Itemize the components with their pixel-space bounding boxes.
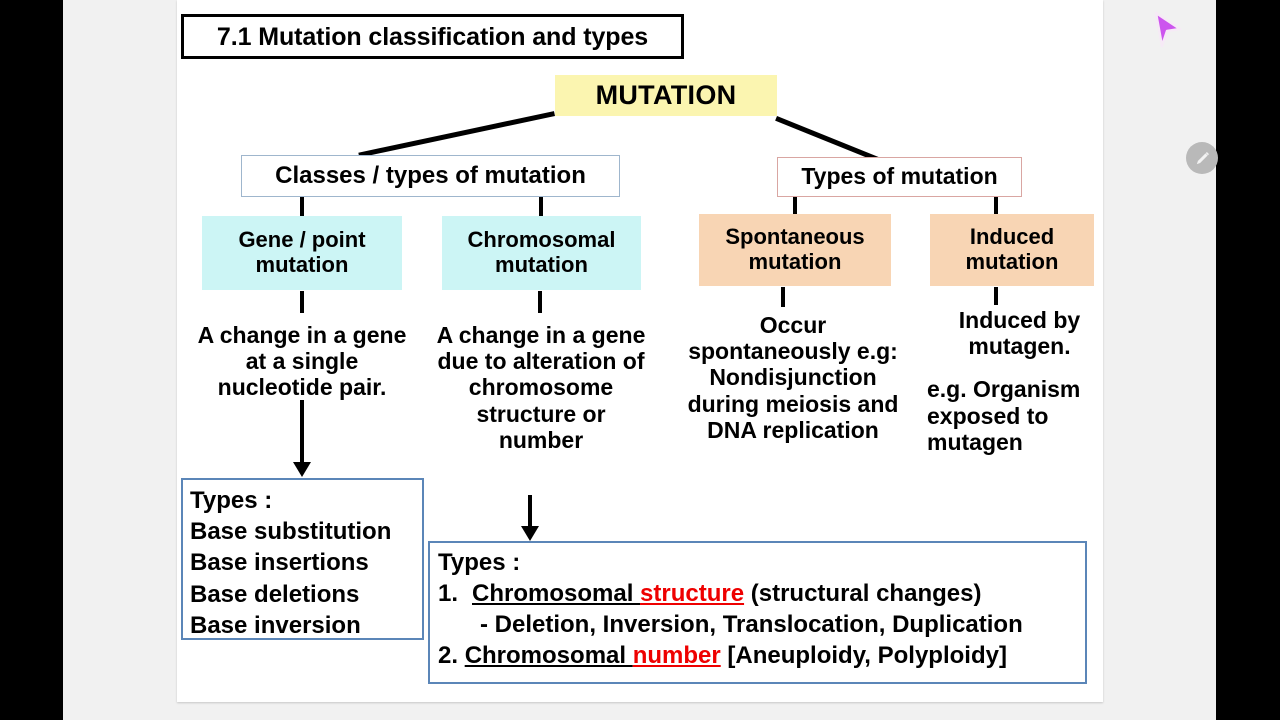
connector-spontaneous-to-description: [781, 287, 785, 307]
description-chromosomal-mutation: A change in a gene due to alteration of …: [436, 322, 646, 453]
mouse-pointer-icon: [1154, 11, 1182, 48]
description-induced-mutation-line2: e.g. Organism exposed to mutagen: [927, 376, 1081, 455]
connector-classes-to-gene: [300, 197, 304, 216]
description-gene-point-mutation: A change in a gene at a single nucleotid…: [197, 322, 407, 401]
types-right-item-1-number: 1.: [438, 579, 459, 607]
node-mutation-root-label: MUTATION: [595, 80, 737, 111]
types-right-item-1-text-b: structure: [640, 579, 745, 607]
arrow-gene-to-types-shaft: [300, 400, 304, 464]
types-right-box: Types : 1. Chromosomal structure (structu…: [428, 541, 1087, 684]
node-spontaneous-mutation-label: Spontaneous mutation: [725, 224, 865, 274]
connector-induced-to-description: [994, 287, 998, 305]
node-gene-point-mutation: Gene / point mutation: [202, 216, 402, 290]
types-right-item-2-text-a: Chromosomal: [464, 641, 633, 669]
connector-root-to-classes: [358, 111, 555, 158]
arrow-chromosomal-to-types-head: [521, 526, 539, 541]
node-chromosomal-mutation: Chromosomal mutation: [442, 216, 641, 290]
letterbox-left: [0, 0, 63, 720]
arrow-gene-to-types-head: [293, 462, 311, 477]
types-right-item-1-text-a: Chromosomal: [472, 579, 641, 607]
edit-button[interactable]: [1186, 142, 1218, 174]
node-gene-point-mutation-label: Gene / point mutation: [238, 227, 366, 277]
types-left-item-1: Base substitution: [190, 518, 392, 546]
node-classes-of-mutation-label: Classes / types of mutation: [275, 161, 586, 189]
node-spontaneous-mutation: Spontaneous mutation: [699, 214, 891, 286]
connector-typesof-to-spontaneous: [793, 197, 797, 214]
connector-gene-to-description: [300, 291, 304, 313]
node-types-of-mutation-label: Types of mutation: [801, 163, 998, 190]
connector-chromosomal-to-description: [538, 291, 542, 313]
node-mutation-root: MUTATION: [555, 75, 777, 116]
arrow-chromosomal-to-types-shaft: [528, 495, 532, 528]
page-title: 7.1 Mutation classification and types: [216, 22, 649, 51]
node-induced-mutation-label: Induced mutation: [965, 224, 1059, 274]
types-right-item-2-number: 2.: [438, 641, 459, 669]
node-classes-of-mutation: Classes / types of mutation: [241, 155, 620, 197]
letterbox-right: [1216, 0, 1280, 720]
types-left-box: Types : Base substitution Base insertion…: [181, 478, 424, 640]
types-left-item-4: Base inversion: [190, 611, 361, 639]
types-left-item-2: Base insertions: [190, 549, 369, 577]
node-chromosomal-mutation-label: Chromosomal mutation: [467, 227, 616, 277]
types-right-item-2-text-c: [Aneuploidy, Polyploidy]: [720, 641, 1007, 669]
pencil-icon: [1196, 151, 1209, 164]
types-right-heading: Types :: [438, 549, 521, 576]
types-right-item-1-text-c: (structural changes): [744, 579, 982, 607]
description-induced-mutation: Induced by mutagen. e.g. Organism expose…: [927, 307, 1103, 455]
types-right-item-1: 1. Chromosomal structure (structural chan…: [438, 579, 1085, 610]
node-induced-mutation: Induced mutation: [930, 214, 1094, 286]
node-types-of-mutation: Types of mutation: [777, 157, 1022, 197]
description-spontaneous-mutation: Occur spontaneously e.g: Nondisjunction …: [687, 312, 899, 443]
types-right-item-1-sub: - Deletion, Inversion, Translocation, Du…: [480, 610, 1023, 638]
slide-title-box: 7.1 Mutation classification and types: [181, 14, 684, 59]
connector-typesof-to-induced: [994, 197, 998, 214]
connector-classes-to-chromosomal: [539, 197, 543, 216]
slide-canvas: 7.1 Mutation classification and types MU…: [177, 0, 1103, 702]
types-right-item-2: 2. Chromosomal number [Aneuploidy, Polyp…: [438, 641, 1085, 672]
types-right-item-2-text-b: number: [632, 641, 721, 669]
types-left-item-3: Base deletions: [190, 580, 360, 608]
types-left-heading: Types :: [190, 487, 273, 514]
description-induced-mutation-line1: Induced by mutagen.: [958, 307, 1081, 360]
